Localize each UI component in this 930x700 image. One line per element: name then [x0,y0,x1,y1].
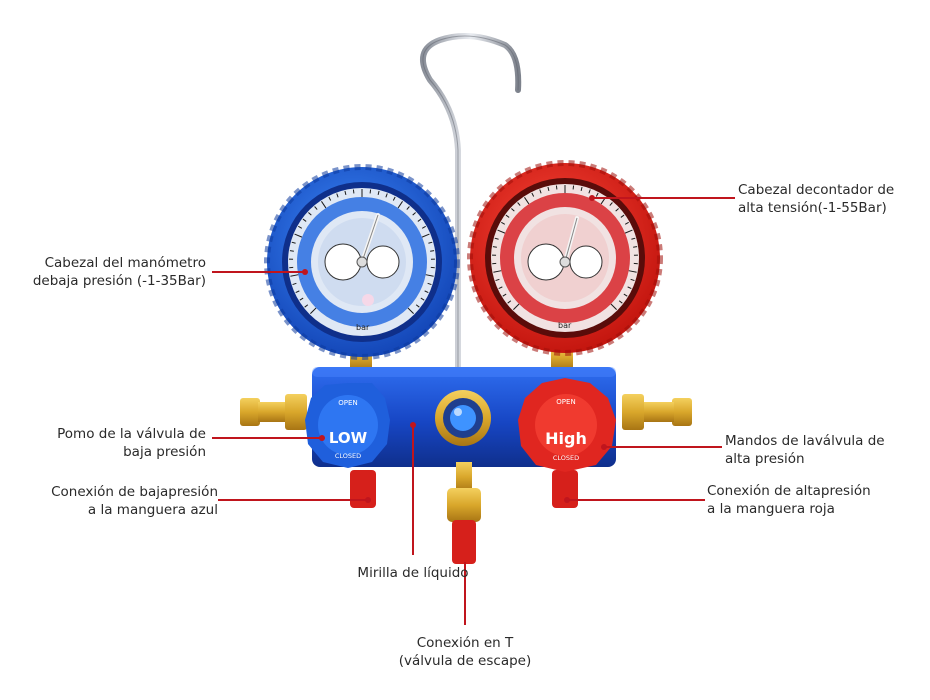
gauge-tick [502,293,507,297]
gauge-tick [294,233,303,238]
gauge-tick [624,229,633,234]
gauge-tick [421,233,430,238]
gauge-tick [495,278,500,282]
gauge-tick [498,286,503,290]
gauge-tick [302,218,307,222]
gauge-tick [628,270,637,273]
gauge-tick [336,193,339,198]
gauge-tick [299,297,304,301]
low-hose-connector [350,470,376,508]
gauge-tick [511,208,515,212]
gauge-tick [298,225,303,229]
gauge-tick [428,241,433,244]
label-t-connection: Conexión en T(válvula de escape) [398,635,532,669]
gauge-tick [304,304,309,308]
gauge-tick [424,290,429,294]
gauge-tick [505,214,510,218]
gauge-tick [415,304,420,308]
gauge-tick [314,206,318,210]
gauge-tick [494,237,499,240]
gauge-tick [497,229,506,234]
gauge-tick [615,208,619,212]
gauge-tick [425,274,434,277]
gauge-tick [289,250,294,252]
gauge-tick [588,189,591,194]
gauge-tick [620,214,625,218]
t-connection-fitting [447,462,481,564]
gauge-tick [291,241,296,244]
gauge-tick [595,192,599,197]
gauge-tick [406,206,410,210]
gauge-tick [517,202,521,206]
high-knob-closed-text: CLOSED [553,454,579,462]
gauge-tick [492,246,497,248]
low-valve-knob: OPEN LOW CLOSED [305,383,390,468]
gauge-tick [427,282,432,286]
gauge-tick [310,307,317,314]
gauge-tick [295,290,300,294]
low-side-fitting [240,394,307,430]
high-knob-open-text: OPEN [556,398,575,406]
gauge-tick [407,307,414,314]
gauge-tick [618,300,623,304]
gauge-tick [624,221,629,225]
gauge-tick [539,189,542,194]
gauge-tick [292,282,297,286]
low-knob-open-text: OPEN [338,399,357,407]
leader-lines [212,197,735,625]
high-valve-knob: OPEN High CLOSED [518,378,616,472]
gauge-tick [328,196,332,201]
label-sight-glass: Mirilla de líquido [357,565,469,581]
gauge-tick [397,201,403,209]
gauge-tick [385,193,388,198]
gauge-tick [501,221,506,225]
high-knob-label: High [545,429,587,448]
gauge-tick [493,270,502,273]
gauge-tick [290,274,299,277]
gauge-tick [412,212,416,216]
low-pressure-gauge: bar [264,164,460,360]
gauge-tick [633,246,638,248]
high-side-fitting [622,394,692,430]
high-gauge-unit: bar [558,321,572,330]
gauge-tick [420,297,425,301]
high-hose-connector [552,470,578,508]
low-knob-label: LOW [329,429,368,447]
low-gauge-unit: bar [356,323,370,332]
gauge-tick [609,202,613,206]
gauge-tick [630,278,635,282]
gauge-tick [430,250,435,252]
gauge-tick [524,197,530,205]
gauge-tick [308,212,312,216]
gauge-tick [531,192,535,197]
sight-glass [435,390,491,446]
high-pressure-gauge: bar [467,160,663,356]
gauge-tick [627,286,632,290]
gauge-tick [421,225,426,229]
gauge-tick [513,303,520,310]
gauge-tick [417,218,422,222]
low-knob-closed-text: CLOSED [335,452,361,460]
gauge-tick [547,186,550,192]
gauge-tick [377,190,380,196]
gauge-tick [392,196,396,201]
gauge-tick [321,201,327,209]
gauge-tick [344,190,347,196]
gauge-tick [580,186,583,192]
gauge-tick [610,303,617,310]
gauge-tick [631,237,636,240]
gauge-tick [623,293,628,297]
gauge-tick [507,300,512,304]
